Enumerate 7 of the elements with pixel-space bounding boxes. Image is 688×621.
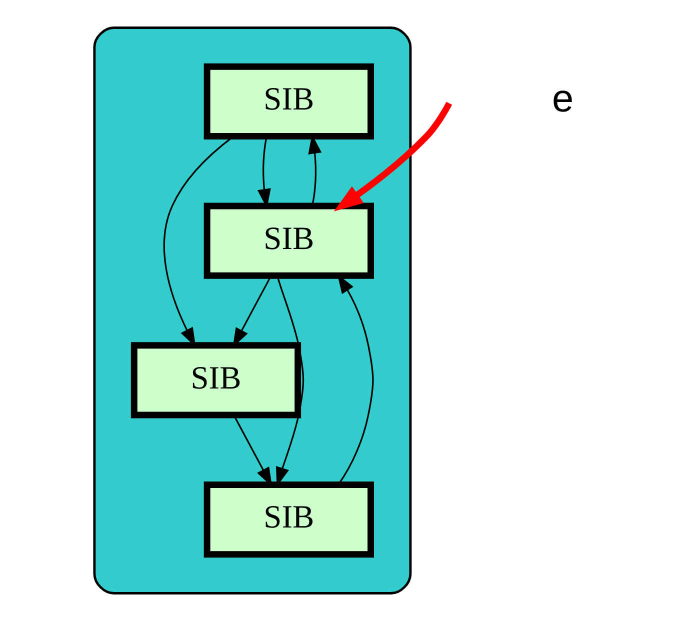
label: e <box>552 78 574 121</box>
node-box: SIB <box>204 63 374 140</box>
cluster <box>93 26 412 594</box>
node-box: SIB <box>204 481 374 558</box>
node-box: SIB <box>204 202 374 279</box>
arrow <box>334 102 452 212</box>
node-box: SIB <box>130 342 302 418</box>
